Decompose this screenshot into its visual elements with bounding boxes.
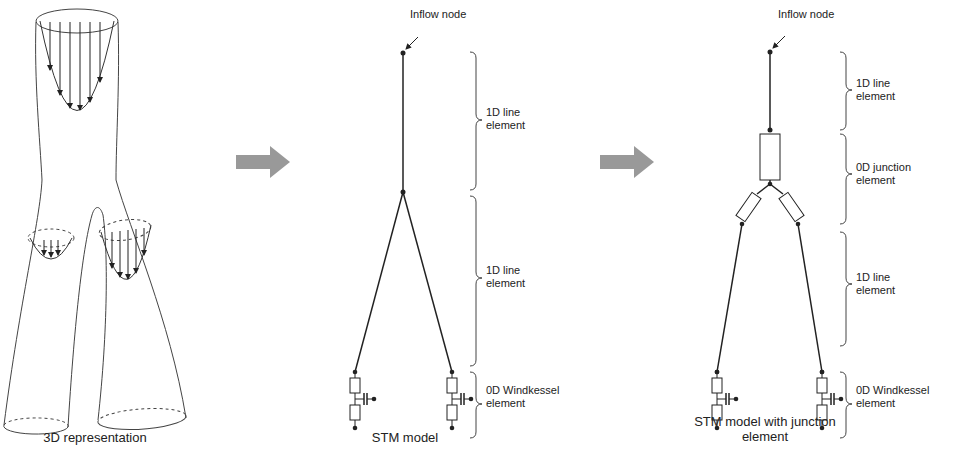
bracket-label: 0D junction element — [856, 161, 928, 187]
bracket-label: 1D line element — [486, 264, 546, 290]
node-dots — [401, 51, 406, 195]
bracket-label: 1D line element — [856, 271, 916, 297]
transition-arrow — [236, 146, 290, 178]
transition-arrow — [600, 146, 654, 178]
bracket — [470, 52, 482, 438]
bracket-label: 0D Windkessel element — [856, 384, 930, 410]
panel-caption: STM model — [340, 430, 470, 445]
bracket — [840, 52, 852, 438]
stm-junction-network — [717, 52, 822, 372]
velocity-arrows — [44, 22, 144, 279]
panel-caption: STM model with junction element — [690, 414, 840, 444]
junction-element — [736, 134, 804, 222]
vessel-illustration — [4, 9, 187, 434]
panel-caption: 3D representation — [20, 430, 170, 445]
leader-arrow — [773, 36, 785, 48]
windkessel-symbol — [447, 370, 473, 431]
node-dots — [715, 50, 825, 375]
leader-arrow — [406, 37, 418, 49]
bracket-label: 1D line element — [486, 106, 546, 132]
bracket-label: 1D line element — [856, 77, 916, 103]
windkessel-symbol — [350, 370, 376, 431]
node-label: Inflow node — [410, 8, 530, 21]
node-label: Inflow node — [778, 8, 898, 21]
stm-network — [355, 53, 452, 372]
bracket-label: 0D Windkessel element — [486, 384, 560, 410]
